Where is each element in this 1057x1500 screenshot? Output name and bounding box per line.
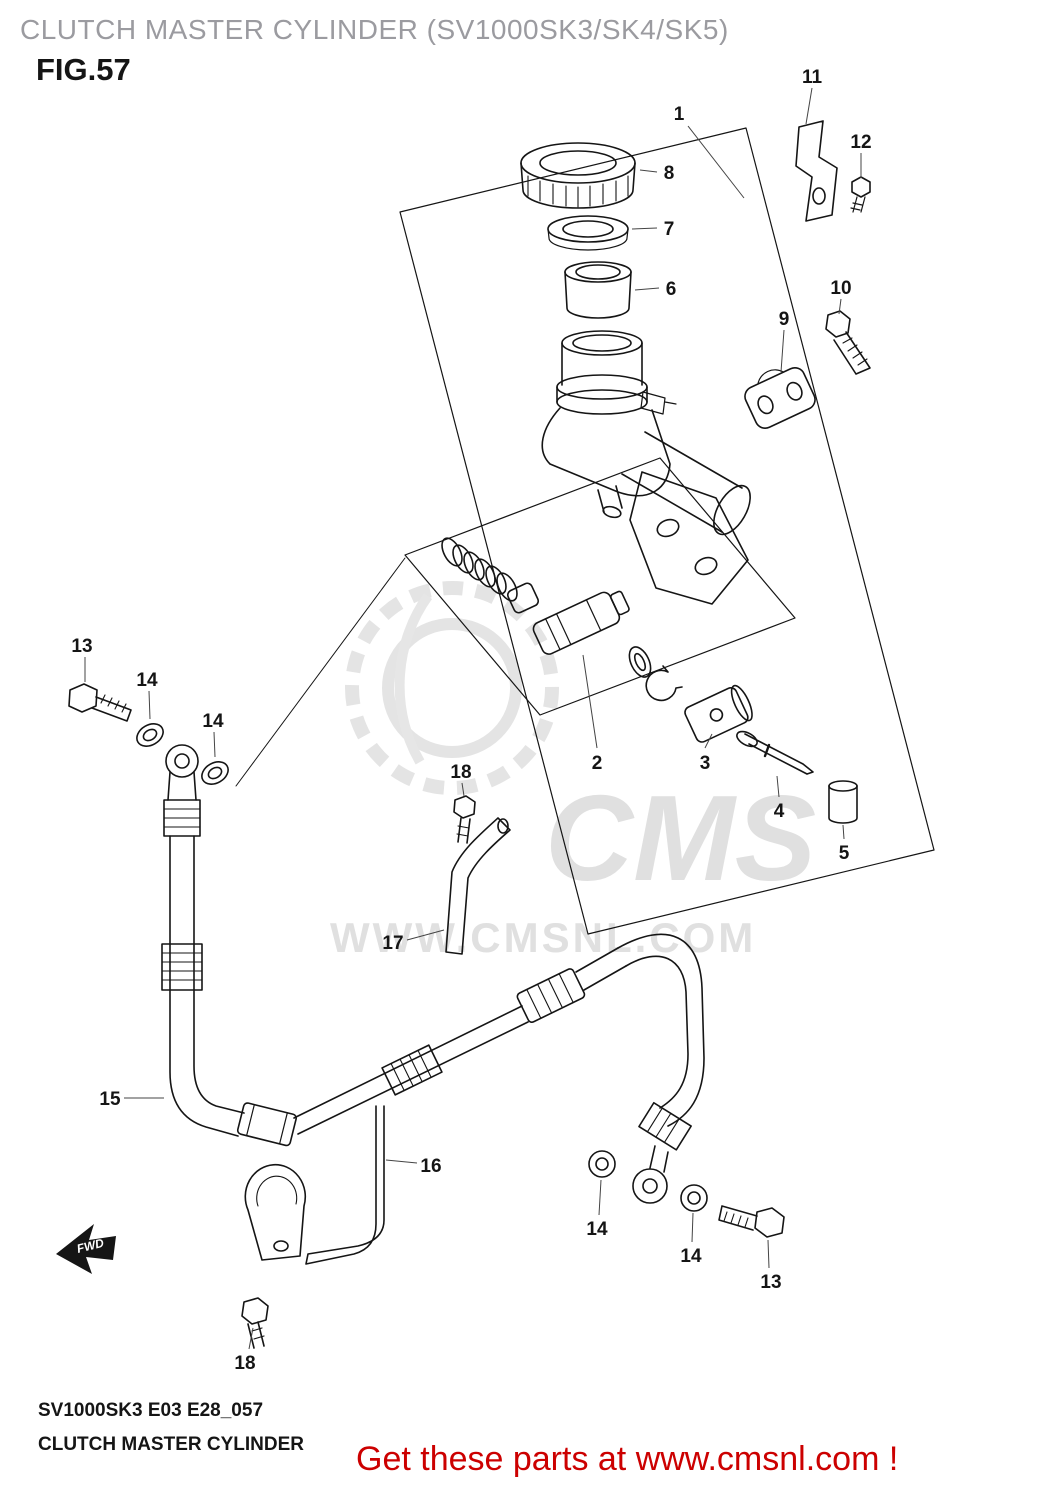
fiche-title: CLUTCH MASTER CYLINDER [38, 1434, 304, 1455]
pushrod-holder [684, 684, 753, 743]
watermark-cms-text: CMS [545, 770, 816, 906]
page-title: CLUTCH MASTER CYLINDER (SV1000SK3/SK4/SK… [20, 14, 729, 45]
callout-leader-line [691, 1212, 694, 1243]
part-number-callout[interactable]: 5 [839, 843, 850, 864]
handlebar-clamp [744, 367, 816, 429]
part-number-callout[interactable]: 14 [136, 670, 158, 691]
part-number-callout[interactable]: 8 [664, 163, 675, 184]
callout-leader-line [148, 690, 151, 720]
callout-leader-line [838, 298, 842, 315]
bracket-bolt-upper [453, 795, 476, 844]
part-number-callout[interactable]: 6 [666, 279, 677, 300]
callout-leader-line [639, 169, 658, 173]
callout-leader-line [248, 1327, 254, 1350]
part-number-callout[interactable]: 17 [382, 933, 403, 954]
part-number-callout[interactable]: 12 [850, 132, 871, 153]
part-number-callout[interactable]: 4 [774, 801, 785, 822]
master-cylinder-body [541, 330, 751, 605]
reservoir-cup [564, 261, 632, 319]
sealing-washer [680, 1184, 708, 1212]
callout-leader-line [780, 329, 785, 373]
part-number-callout[interactable]: 16 [420, 1156, 441, 1177]
hose-guide-bracket [244, 1105, 385, 1265]
part-number-callout[interactable]: 18 [450, 762, 471, 783]
sealing-washer [136, 723, 164, 747]
callout-leader-line [631, 227, 658, 230]
part-number-callout[interactable]: 14 [202, 711, 224, 732]
part-number-callout[interactable]: 7 [664, 219, 675, 240]
fwd-arrow: FWD [56, 1224, 116, 1274]
part-number-callout[interactable]: 11 [802, 67, 823, 88]
callout-leader-line [582, 654, 598, 749]
cap-gasket [547, 215, 629, 251]
part-number-callout[interactable]: 2 [592, 753, 603, 774]
banjo-bolt-right [718, 1205, 785, 1238]
callout-leader-line [767, 1239, 770, 1269]
clip-screw [850, 176, 871, 213]
callout-leader-line [634, 287, 660, 291]
figure-number: FIG.57 [36, 52, 131, 87]
part-number-callout[interactable]: 13 [760, 1272, 781, 1293]
callout-leader-line [598, 1179, 602, 1216]
part-number-callout[interactable]: 9 [779, 309, 790, 330]
callout-leader-line [385, 1159, 418, 1164]
hose-bracket-upper [445, 817, 511, 955]
push-rod [736, 730, 814, 775]
callout-leader-line [213, 731, 216, 758]
clutch-hose [161, 744, 705, 1204]
banjo-bolt-left [68, 683, 132, 722]
clamp-bolt [825, 310, 871, 375]
bracket-bolt-lower [241, 1297, 269, 1349]
callout-leader-line [704, 733, 713, 749]
part-number-callout[interactable]: 18 [234, 1353, 255, 1374]
part-number-callout[interactable]: 14 [586, 1219, 608, 1240]
piston-assembly [506, 582, 683, 702]
sealing-washer [588, 1150, 616, 1178]
part-number-callout[interactable]: 1 [674, 104, 685, 125]
piston-spring [441, 537, 518, 602]
callout-leader-line [406, 929, 445, 941]
callout-leader-line [776, 775, 780, 798]
callout-leader-line [461, 782, 465, 797]
promo-link[interactable]: Get these parts at www.cmsnl.com ! [356, 1440, 899, 1478]
fiche-code: SV1000SK3 E03 E28_057 [38, 1400, 264, 1421]
part-number-callout[interactable]: 13 [71, 636, 92, 657]
rod-boot [828, 780, 858, 824]
sealing-washer [201, 761, 229, 785]
clutch-lever-clip [795, 120, 838, 222]
reservoir-cap [520, 142, 636, 209]
part-number-callout[interactable]: 14 [680, 1246, 702, 1267]
part-number-callout[interactable]: 15 [99, 1089, 121, 1110]
watermark-url-text: WWW.CMSNL.COM [330, 914, 756, 961]
fwd-label: FWD [75, 1236, 105, 1256]
callout-leader-line [805, 87, 813, 125]
watermark-logo: CMS WWW.CMSNL.COM [330, 581, 816, 961]
callout-leader-line [687, 125, 745, 199]
part-number-callout[interactable]: 3 [700, 753, 711, 774]
part-number-callout[interactable]: 10 [830, 278, 851, 299]
callout-leader-line [842, 824, 845, 840]
